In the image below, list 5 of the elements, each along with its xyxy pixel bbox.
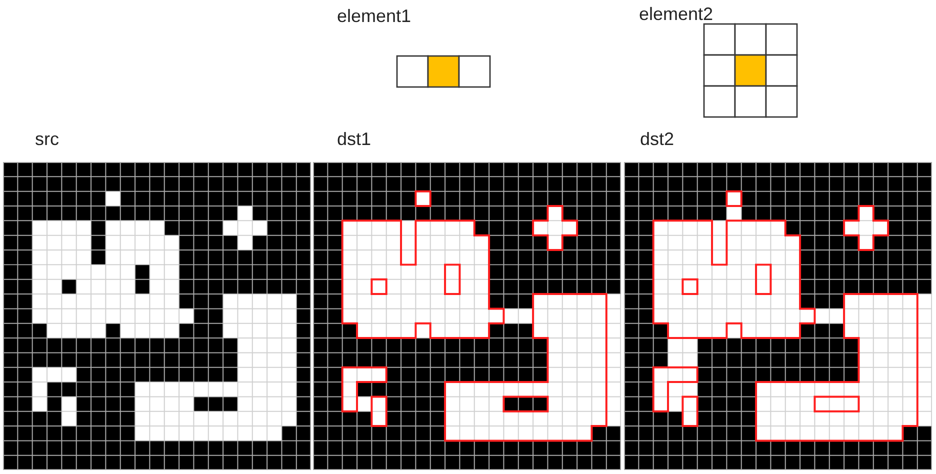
- kernel-label: element1: [337, 6, 412, 26]
- image-label: dst1: [337, 129, 372, 149]
- image-label: dst2: [640, 129, 674, 149]
- kernel-label: element2: [639, 4, 714, 24]
- image-label: src: [35, 129, 59, 149]
